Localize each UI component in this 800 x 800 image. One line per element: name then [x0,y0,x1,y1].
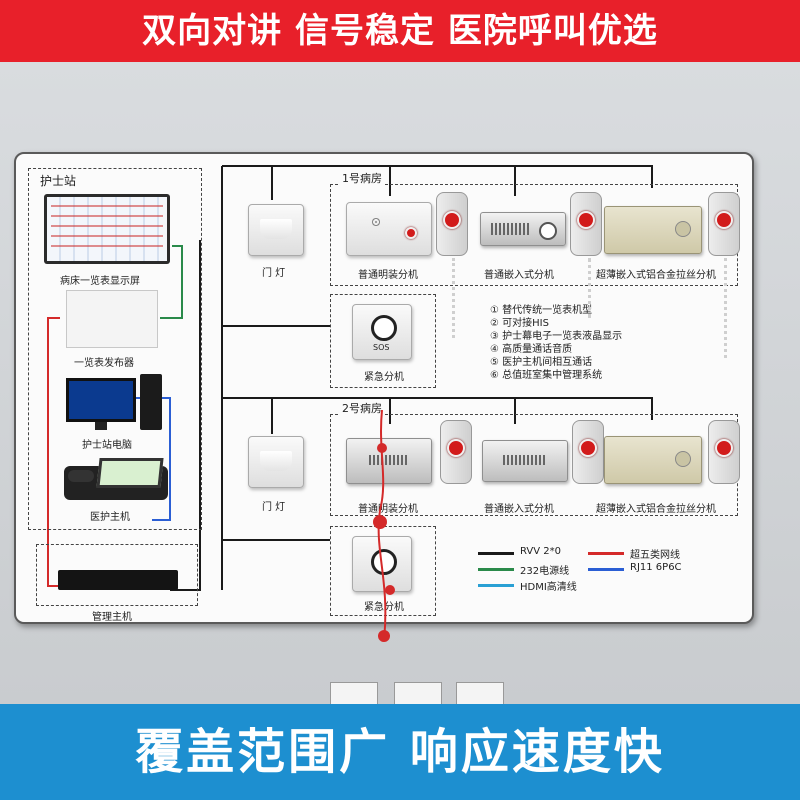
medical-host-screen [96,458,164,488]
speaker-grille-icon [371,217,381,227]
management-host-group [36,544,198,606]
call-button[interactable] [577,211,595,229]
room1-unit-label-3: 超薄嵌入式铝合金拉丝分机 [596,270,716,281]
call-button[interactable] [715,439,733,457]
feature-item: ② 可对接HIS [490,318,549,329]
wall-switch [394,682,442,706]
call-button[interactable] [579,439,597,457]
pc-tower-icon [140,374,162,430]
door-light-2-label: 门 灯 [262,502,286,513]
room1-unit-label-1: 普通明装分机 [358,270,418,281]
door-light-1 [248,204,304,256]
room2-handset-1[interactable] [440,420,472,484]
device-label-computer: 护士站电脑 [82,440,132,451]
sos-label: SOS [373,343,390,352]
room1-embedded-extension [480,212,566,246]
bottom-banner: 覆盖范围广 响应速度快 [0,704,800,800]
management-host-device [58,570,178,590]
room1-emergency-extension: SOS [352,304,412,360]
device-label-display: 病床一览表显示屏 [60,276,140,287]
display-cells [51,203,163,255]
room2-handset-2[interactable] [572,420,604,484]
coiled-cord [724,258,727,358]
call-button[interactable] [443,211,461,229]
display-grid [47,197,167,261]
call-button[interactable] [405,227,417,239]
room2-surface-extension [346,438,432,484]
room-1-title: 1号病房 [340,170,384,186]
door-light-2 [248,436,304,488]
room1-emergency-group [330,294,436,388]
feature-item: ③ 护士幕电子一览表液晶显示 [490,331,623,342]
coiled-cord [588,258,591,318]
room1-handset-3[interactable] [708,192,740,256]
legend-swatch-232 [478,568,514,571]
room1-ultrathin-extension [604,206,702,254]
device-label-management: 管理主机 [92,612,132,623]
sos-button[interactable] [371,315,397,341]
room1-unit-label-2: 普通嵌入式分机 [484,270,554,281]
legend-swatch-hdmi [478,584,514,587]
bed-overview-display-screen [44,194,170,264]
legend-label: HDMI高清线 [520,582,577,593]
red-pull-cord [373,410,395,642]
cable-legend: RVV 2*0 超五类网线 232电源线 RJ11 6P6C HDMI高清线 [478,546,728,596]
room1-emergency-label: 紧急分机 [364,372,404,383]
legend-label: 超五类网线 [630,550,680,561]
legend-label: RVV 2*0 [520,546,561,557]
wall-switch [456,682,504,706]
feature-item: ① 替代传统一览表机型 [490,305,593,316]
call-knob-icon[interactable] [675,221,691,237]
feature-item: ⑥ 总值班室集中管理系统 [490,370,603,381]
emergency-button[interactable] [371,549,397,575]
wall-switch [330,682,378,706]
monitor-icon [66,378,136,422]
device-label-medical-host: 医护主机 [90,512,130,523]
door-light-1-label: 门 灯 [262,268,286,279]
monitor-stand [95,422,107,430]
room2-emergency-label: 紧急分机 [364,602,404,613]
feature-item: ⑤ 医护主机间相互通话 [490,357,593,368]
feature-item: ④ 高质量通话音质 [490,344,573,355]
legend-label: 232电源线 [520,566,570,577]
call-knob-icon[interactable] [539,222,557,240]
device-label-publisher: 一览表发布器 [74,358,134,369]
call-button[interactable] [715,211,733,229]
room1-surface-extension [346,202,432,256]
door-light-lens [260,451,292,471]
room2-unit-label-1: 普通明装分机 [358,504,418,515]
room2-embedded-extension [482,440,568,482]
feature-list: ① 替代传统一览表机型 ② 可对接HIS ③ 护士幕电子一览表液晶显示 ④ 高质… [490,304,622,382]
room-2-title: 2号病房 [340,400,384,416]
phone-handset-icon [68,470,94,482]
door-light-lens [260,219,292,239]
room2-unit-label-2: 普通嵌入式分机 [484,504,554,515]
speaker-grille-icon [491,223,531,235]
legend-swatch-rvv [478,552,514,555]
room1-handset-2[interactable] [570,192,602,256]
room1-handset-1[interactable] [436,192,468,256]
legend-swatch-cat5 [588,552,624,555]
room2-ultrathin-extension [604,436,702,484]
nurse-station-title: 护士站 [40,174,77,188]
legend-swatch-rj11 [588,568,624,571]
call-button[interactable] [447,439,465,457]
room2-handset-3[interactable] [708,420,740,484]
coiled-cord [452,258,455,338]
speaker-grille-icon [503,455,547,465]
nurse-station-group [28,168,202,530]
overview-publisher-device [66,290,158,348]
room2-unit-label-3: 超薄嵌入式铝合金拉丝分机 [596,504,716,515]
legend-label: RJ11 6P6C [630,562,682,573]
top-banner: 双向对讲 信号稳定 医院呼叫优选 [0,0,800,62]
call-knob-icon[interactable] [675,451,691,467]
speaker-grille-icon [369,455,409,465]
